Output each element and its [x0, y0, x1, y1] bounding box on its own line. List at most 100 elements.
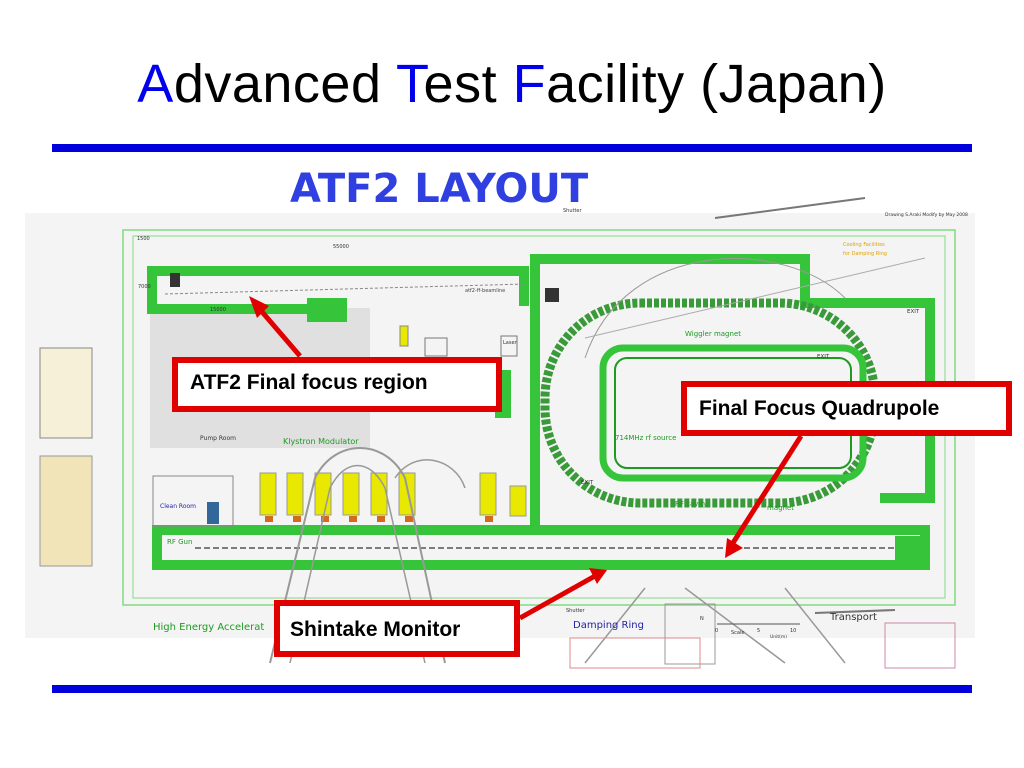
arrow-shintake-shaft — [518, 573, 597, 621]
clean-room-label: Clean Room — [160, 503, 196, 510]
magnet-1 — [265, 516, 273, 522]
arch-left — [269, 447, 446, 664]
title-accent-letter: T — [396, 54, 424, 114]
klystron-4 — [342, 472, 360, 516]
ff-beamline — [164, 283, 526, 295]
exit-label-2: EXIT — [817, 354, 830, 360]
callout-arrows — [249, 296, 804, 621]
dr-wall-top-left — [530, 254, 810, 264]
building-box-2 — [569, 637, 701, 669]
transport-label: Transport — [829, 612, 877, 623]
transport-top-line — [714, 197, 866, 219]
klystron-3 — [314, 472, 332, 516]
magnet-6 — [405, 516, 413, 522]
magnet-7 — [485, 516, 493, 522]
dr-wall-top-step — [800, 254, 810, 304]
damping-ring-outer — [540, 298, 880, 508]
support-line-2 — [684, 587, 786, 664]
bottom-divider — [52, 685, 972, 693]
title-accent-letter: F — [512, 54, 547, 114]
magnet-2 — [293, 516, 301, 522]
slide-title: Advanced Test Facility (Japan) — [0, 52, 1024, 116]
arc-line-1 — [584, 258, 846, 359]
title-accent-letter: A — [137, 54, 174, 114]
magnet-4 — [349, 516, 357, 522]
arrow-ffq-shaft — [728, 434, 804, 548]
dr-wall-bottom-right — [880, 493, 935, 503]
scale-5-label: 5 — [757, 628, 760, 634]
rf-gun-label: RF Gun — [167, 538, 192, 546]
title-text-part: est — [423, 54, 513, 114]
building-box-3 — [884, 622, 956, 669]
magnet-label: magnet — [767, 504, 794, 512]
side-building — [39, 347, 93, 439]
scale-bar: N 0 5 10 Scale Unit(m) — [700, 616, 800, 640]
arrow-ff-region-head — [249, 296, 269, 318]
scale-10-label: 10 — [790, 628, 796, 634]
callout-final-focus-quadrupole-label: Final Focus Quadrupole — [699, 397, 940, 420]
arrow-ff-region-shaft — [255, 304, 302, 358]
pump-room-label: Pump Room — [200, 435, 236, 442]
linac-end-block — [895, 536, 923, 560]
source-label: 714MHz rf source — [615, 434, 676, 442]
beamline-label: atf2-ff-beamline — [465, 288, 505, 294]
ff-tunnel-right-wall — [519, 266, 529, 306]
unit-label: Unit(m) — [770, 634, 787, 640]
arch-left-inner — [289, 464, 426, 664]
magnet-3 — [321, 516, 329, 522]
laser-label: Laser — [503, 340, 518, 346]
ff-tunnel-block — [307, 298, 347, 322]
klystron-1 — [259, 472, 277, 516]
cooling-label: Cooling Facilities — [843, 242, 885, 248]
callout-final-focus-region-label: ATF2 Final focus region — [190, 371, 428, 394]
ff-tunnel-left-wall — [147, 266, 157, 314]
callout-shintake-monitor-label: Shintake Monitor — [290, 618, 461, 641]
drawing-note: Drawing S.Araki Modify by May 2008 — [885, 212, 968, 218]
ff-tunnel-top-wall — [147, 266, 529, 276]
support-line-1 — [584, 587, 646, 664]
diag-line-1 — [584, 257, 926, 339]
exit-label-3: EXIT — [581, 480, 594, 486]
dr-wall-left — [530, 254, 540, 529]
support-line-3 — [784, 587, 846, 664]
small-klystron — [399, 325, 409, 347]
callout-final-focus-quadrupole: Final Focus Quadrupole — [681, 381, 1012, 436]
ff-dump — [170, 273, 180, 287]
klystron-8 — [509, 485, 527, 517]
high-energy-label: High Energy Accelerat — [153, 622, 264, 633]
arrow-shintake-head — [589, 568, 607, 584]
clean-room — [152, 475, 234, 527]
klystron-label: Klystron Modulator — [283, 437, 359, 446]
small-room — [424, 337, 448, 357]
linac-tunnel — [152, 525, 930, 570]
title-text-part: dvanced — [173, 54, 397, 114]
linac-magnets — [265, 516, 493, 522]
klystron-2 — [286, 472, 304, 516]
arch-right-top — [394, 459, 466, 489]
scale-0-label: 0 — [715, 628, 718, 634]
klystron-7 — [479, 472, 497, 516]
arrow-ffq-head — [725, 538, 743, 558]
rf-gun-equipment — [207, 502, 219, 524]
building-box-1 — [664, 603, 716, 665]
dim-side-label: 7000 — [138, 284, 151, 290]
shutter-top-label: Shutter — [563, 208, 583, 214]
damping-ring-small-label: for Damping Ring — [843, 251, 887, 257]
dr-wall-top-right — [800, 298, 935, 308]
north-label: N — [700, 616, 704, 622]
wiggler-label: Wiggler magnet — [685, 330, 741, 338]
top-divider — [52, 144, 972, 152]
shutter-bottom-label: Shutter — [566, 608, 586, 614]
transport-line — [814, 609, 896, 614]
dim-right-label: 55000 — [333, 244, 349, 250]
damping-ring-label: Damping Ring — [573, 620, 644, 631]
cavity-label: RF cavity — [675, 500, 707, 508]
exit-label-1: EXIT — [907, 309, 920, 315]
dr-extraction-equipment — [545, 288, 559, 302]
magnet-5 — [377, 516, 385, 522]
title-text-part: acility (Japan) — [546, 54, 887, 114]
dim-lower-label: 15000 — [210, 307, 226, 313]
callout-final-focus-region: ATF2 Final focus region — [172, 357, 502, 412]
ff-tunnel-bottom-wall — [147, 304, 307, 314]
callout-shintake-monitor: Shintake Monitor — [274, 600, 520, 657]
